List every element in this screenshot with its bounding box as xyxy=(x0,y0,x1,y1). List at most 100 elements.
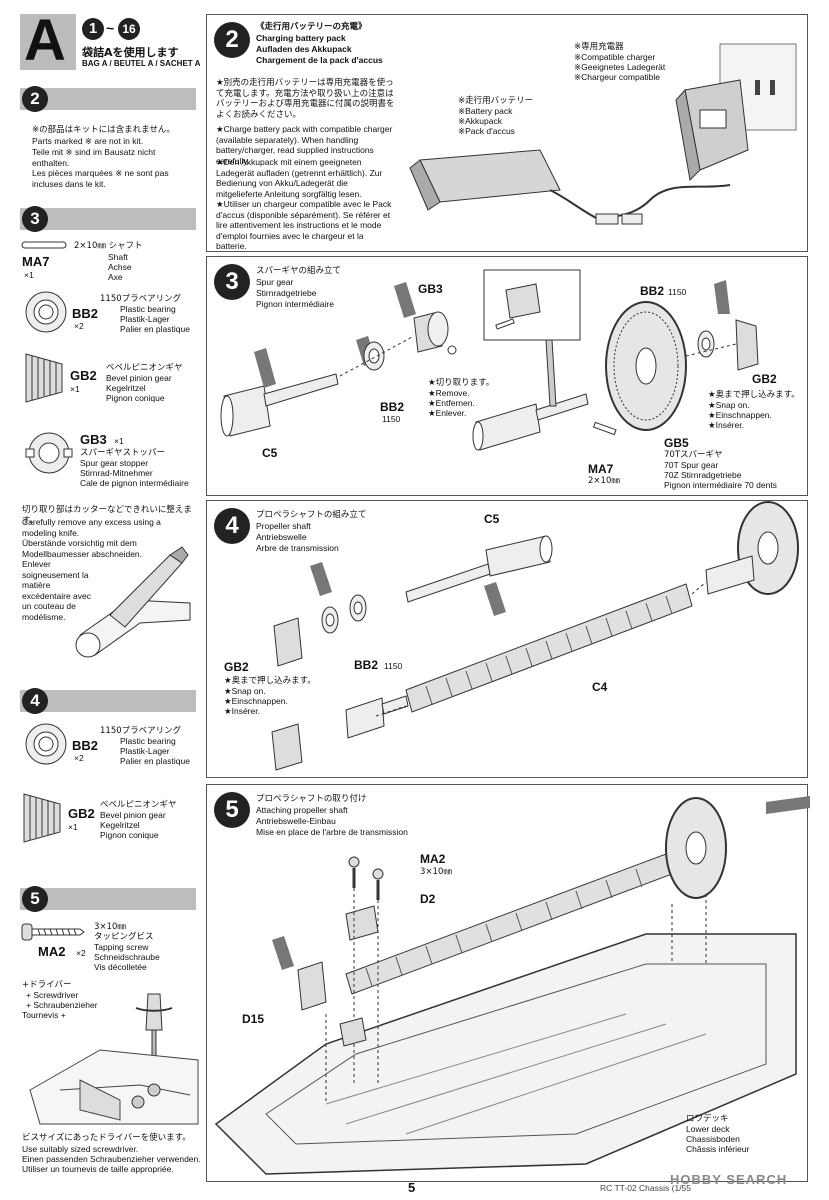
s4-snap-en: ★Snap on. xyxy=(224,686,266,696)
bb2-de: Plastik-Lager xyxy=(120,314,170,324)
s4-bb2-jp: 1150プラベアリング xyxy=(100,726,182,736)
gb3-jp: スパーギヤストッパー xyxy=(80,448,166,458)
charger-de: ※Geeignetes Ladegerät xyxy=(574,62,666,72)
driver-en: + Screwdriver xyxy=(26,990,79,1000)
s3-snap-de: ★Einschnappen. xyxy=(708,410,772,420)
screwdriver-illustration xyxy=(29,993,199,1125)
s4-bb2-sub: 1150 xyxy=(384,661,403,671)
s5-ma2-label: MA2 xyxy=(420,852,446,866)
s4-gb2-fr: Pignon conique xyxy=(100,830,159,840)
ma2-fr: Vis décolletée xyxy=(94,962,147,972)
s3-gb5-jp: 70Tスパーギヤ xyxy=(664,450,723,460)
s4-gb2-label: GB2 xyxy=(224,660,249,674)
step-5-title-de: Antriebswelle-Einbau xyxy=(256,816,336,826)
step-2-body-fr: ★Utiliser un chargeur compatible avec le… xyxy=(216,199,392,251)
driver-jp: +ドライバー xyxy=(22,980,72,990)
s4-gb2-qty: ×1 xyxy=(68,822,78,832)
s3-gb5-label: GB5 xyxy=(664,436,689,450)
step-4-title-de: Antriebswelle xyxy=(256,532,307,542)
gb3-code: GB3 xyxy=(80,432,107,447)
gb3-en: Spur gear stopper xyxy=(80,458,149,468)
step-range-tilde: ~ xyxy=(106,20,115,36)
s3-bb2-sub-b: 1150 xyxy=(668,287,687,297)
s3-bb2-label-b: BB2 xyxy=(640,284,665,298)
s3-snap-jp: ★奥まで押し込みます。 xyxy=(708,390,800,400)
gear-stopper-icon xyxy=(25,432,73,474)
s4-c5-label: C5 xyxy=(484,512,500,526)
bevel-gear-icon xyxy=(25,353,63,403)
bevel-gear-icon-2 xyxy=(23,793,61,843)
step-5-title-fr: Mise en place de l'arbre de transmission xyxy=(256,827,408,837)
battery-jp: ※走行用バッテリー xyxy=(458,96,534,106)
bag-letter-box xyxy=(20,14,76,70)
ma7-de: Achse xyxy=(108,262,132,272)
gb2-jp: ベベルピニオンギヤ xyxy=(106,363,183,373)
step-3-illustration xyxy=(220,269,759,451)
step-2-body-de: ★Den Akkupack mit einem geeigneten Ladeg… xyxy=(216,157,383,199)
bb2-jp: 1150プラベアリング xyxy=(100,294,182,304)
s3-ma7-sub: 2×10㎜ xyxy=(588,476,620,486)
s4-gb2-jp: ベベルピニオンギヤ xyxy=(100,800,177,810)
s4-bb2-label: BB2 xyxy=(354,658,379,672)
step-5-title-jp: プロペラシャフトの取り付け xyxy=(256,794,367,804)
step-2-body-en: ★Charge battery pack with compatible cha… xyxy=(216,124,393,166)
substep-4-badge: 4 xyxy=(22,688,48,714)
step-from-badge: 1 xyxy=(82,18,104,40)
trim-note-en: Carefully remove any excess using a mode… xyxy=(22,517,161,538)
substep-2-badge: 2 xyxy=(22,86,48,112)
step-to-badge: 16 xyxy=(118,18,140,40)
s3-snap-fr: ★Insérer. xyxy=(708,420,744,430)
step-5-title-en: Attaching propeller shaft xyxy=(256,805,348,815)
page-number: 5 xyxy=(408,1180,416,1195)
shaft-icon xyxy=(21,241,67,249)
ma7-size: 2×10㎜ シャフト xyxy=(74,241,143,251)
s3-gb3-label: GB3 xyxy=(418,282,443,296)
trim-note-de: Überstände vorsichtig mit dem Modellbaum… xyxy=(22,538,143,559)
tapping-screw-icon xyxy=(21,923,85,941)
step-2-title-de: Aufladen des Akkupack xyxy=(256,44,352,54)
step-2-badge: 2 xyxy=(214,22,250,58)
s3-gb5-fr: Pignon intermédiaire 70 dents xyxy=(664,480,777,490)
ma2-size: 3×10㎜ xyxy=(94,922,126,932)
bearing-icon-2 xyxy=(25,723,67,765)
bag-letter: A xyxy=(24,8,66,73)
s4-bb2-en: Plastic bearing xyxy=(120,736,176,746)
s3-bb2-sub-a: 1150 xyxy=(382,414,401,424)
ma2-qty: ×2 xyxy=(76,948,86,958)
ma7-en: Shaft xyxy=(108,252,128,262)
driver-note-en: Use suitably sized screwdriver. xyxy=(22,1144,139,1154)
step-5-badge: 5 xyxy=(214,792,250,828)
s3-gb5-en: 70T Spur gear xyxy=(664,460,719,470)
s4-c4-label: C4 xyxy=(592,680,608,694)
step-3-title-de: Stirnradgetriebe xyxy=(256,288,317,298)
charging-illustration xyxy=(409,43,797,225)
bb2-fr: Palier en plastique xyxy=(120,324,190,334)
step-4-title-fr: Arbre de transmission xyxy=(256,543,339,553)
step-2-body-jp: ★別売の走行用バッテリーは専用充電器を使って充電します。充電方法や取り扱い上の注… xyxy=(216,78,395,120)
s5-d15-label: D15 xyxy=(242,1012,265,1026)
s5-d2-label: D2 xyxy=(420,892,436,906)
bb2-code: BB2 xyxy=(72,306,99,321)
s3-cut-jp: ★切り取ります。 xyxy=(428,378,495,388)
s4-bb2-fr: Palier en plastique xyxy=(120,756,190,766)
step-2-title-fr: Chargement de la pack d'accus xyxy=(256,55,383,65)
trim-note-fr: Enlever soigneusement la matière excéden… xyxy=(22,559,91,622)
driver-note-fr: Utiliser un tournevis de taille appropri… xyxy=(22,1164,174,1174)
gb2-fr: Pignon conique xyxy=(106,393,165,403)
step-4-title-en: Propeller shaft xyxy=(256,521,311,531)
step-4-illustration xyxy=(271,501,799,771)
bearing-icon xyxy=(25,291,67,333)
step-4-title-jp: プロペラシャフトの組み立て xyxy=(256,510,367,520)
substep-3-badge: 3 xyxy=(22,206,48,232)
driver-note-de: Einen passenden Schraubenzieher verwende… xyxy=(22,1154,201,1164)
lower-deck-de: Chassisboden xyxy=(686,1134,740,1144)
parts-note-en: Parts marked ※ are not in kit. xyxy=(32,136,144,146)
bb2-qty: ×2 xyxy=(74,321,84,331)
lower-deck-fr: Châssis inférieur xyxy=(686,1144,750,1154)
watermark: HOBBY SEARCH xyxy=(670,1172,788,1187)
s4-bb2-code: BB2 xyxy=(72,738,99,753)
ma2-en: Tapping screw xyxy=(94,942,149,952)
parts-note-de: Teile mit ※ sind im Bausatz nicht enthal… xyxy=(32,147,156,168)
s3-c5-label: C5 xyxy=(262,446,278,460)
model-name: RC TT-02 Chassis (1/55 xyxy=(600,1183,692,1193)
